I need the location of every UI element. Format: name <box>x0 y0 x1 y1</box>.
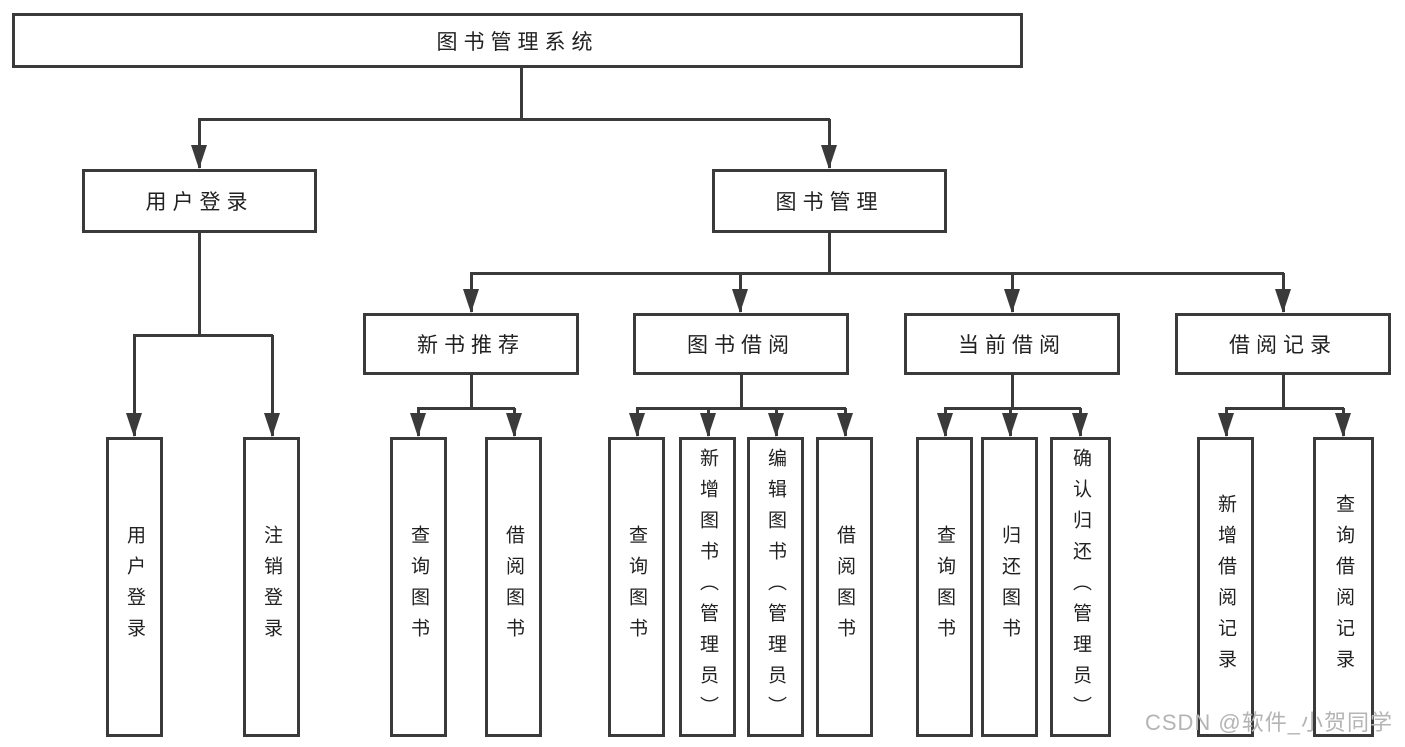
node-book-borrow: 图书借阅 <box>633 313 849 375</box>
node-logout-leaf: 注销登录 <box>243 437 300 737</box>
arrow-down-icon <box>700 413 716 437</box>
arrow-down-icon <box>837 413 853 437</box>
connector-arrow-line <box>198 119 201 168</box>
arrow-down-icon <box>126 413 142 437</box>
watermark: CSDN @软件_小贺同学 <box>1144 710 1393 735</box>
arrow-down-icon <box>410 413 426 437</box>
node-query-book-a: 查询图书 <box>390 437 447 737</box>
node-user-login-leaf: 用户登录 <box>106 437 163 737</box>
connector-rail-new-book-recommend <box>417 407 515 410</box>
node-current-borrow: 当前借阅 <box>904 313 1120 375</box>
node-return-book: 归还图书 <box>981 437 1038 737</box>
node-query-borrow-record: 查询借阅记录 <box>1313 437 1374 737</box>
node-confirm-return-admin: 确认归还（管理员） <box>1050 437 1111 737</box>
node-root: 图书管理系统 <box>12 13 1023 68</box>
arrow-down-icon <box>732 289 748 313</box>
arrow-down-icon <box>937 413 953 437</box>
connector-arrow-line <box>828 119 831 168</box>
node-add-borrow-record: 新增借阅记录 <box>1197 437 1254 737</box>
arrow-down-icon <box>1004 289 1020 313</box>
arrow-down-icon <box>768 413 784 437</box>
connector-borrow-records-stub <box>1282 374 1285 409</box>
connector-user-login-stub <box>198 231 201 336</box>
connector-arrow-line <box>271 335 274 436</box>
arrow-down-icon <box>629 413 645 437</box>
connector-current-borrow-stub <box>1011 374 1014 409</box>
connector-root-stub <box>520 68 523 119</box>
node-new-book-recommend: 新书推荐 <box>363 313 579 375</box>
arrow-down-icon <box>506 413 522 437</box>
connector-rail-borrow-records <box>1225 407 1344 410</box>
connector-rail-current-borrow <box>944 407 1081 410</box>
node-query-book-b: 查询图书 <box>608 437 665 737</box>
connector-rail-user-login <box>133 334 273 337</box>
node-borrow-book-b: 借阅图书 <box>816 437 873 737</box>
arrow-down-icon <box>1218 413 1234 437</box>
connector-rail-level3 <box>470 272 1284 275</box>
arrow-down-icon <box>1275 289 1291 313</box>
node-borrow-book-a: 借阅图书 <box>485 437 542 737</box>
arrow-down-icon <box>821 145 837 169</box>
arrow-down-icon <box>1002 413 1018 437</box>
connector-new-book-recommend-stub <box>470 374 473 409</box>
node-edit-book-admin: 编辑图书（管理员） <box>747 437 804 737</box>
node-add-book-admin: 新增图书（管理员） <box>679 437 736 737</box>
arrow-down-icon <box>1335 413 1351 437</box>
connector-book-borrow-stub <box>740 374 743 409</box>
arrow-down-icon <box>264 413 280 437</box>
node-user-login: 用户登录 <box>82 169 317 233</box>
connector-rail-level2 <box>198 118 830 121</box>
node-query-book-c: 查询图书 <box>916 437 973 737</box>
arrow-down-icon <box>1072 413 1088 437</box>
node-book-management: 图书管理 <box>712 169 947 233</box>
connector-book-management-stub <box>828 231 831 274</box>
connector-arrow-line <box>133 335 136 436</box>
arrow-down-icon <box>191 145 207 169</box>
node-borrow-records: 借阅记录 <box>1175 313 1391 375</box>
arrow-down-icon <box>463 289 479 313</box>
connector-rail-book-borrow <box>636 407 846 410</box>
